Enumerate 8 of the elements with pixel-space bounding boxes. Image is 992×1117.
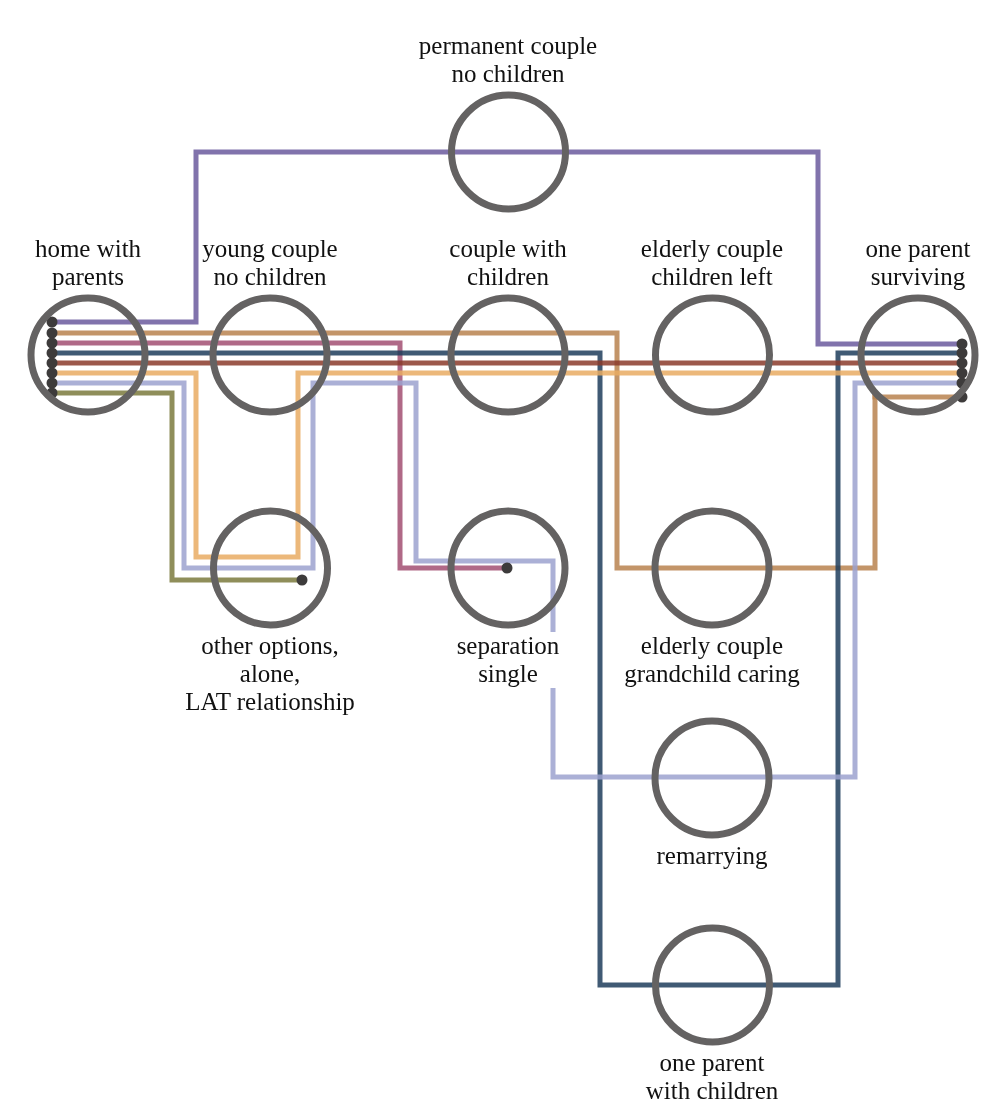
route-line: [562, 370, 658, 376]
route-line: [130, 390, 215, 583]
route-line: [324, 370, 454, 376]
route-line: [310, 392, 316, 531]
route-line: [766, 370, 864, 376]
route-line: [769, 380, 869, 780]
route-line: [137, 380, 213, 571]
route-line: [295, 404, 301, 519]
